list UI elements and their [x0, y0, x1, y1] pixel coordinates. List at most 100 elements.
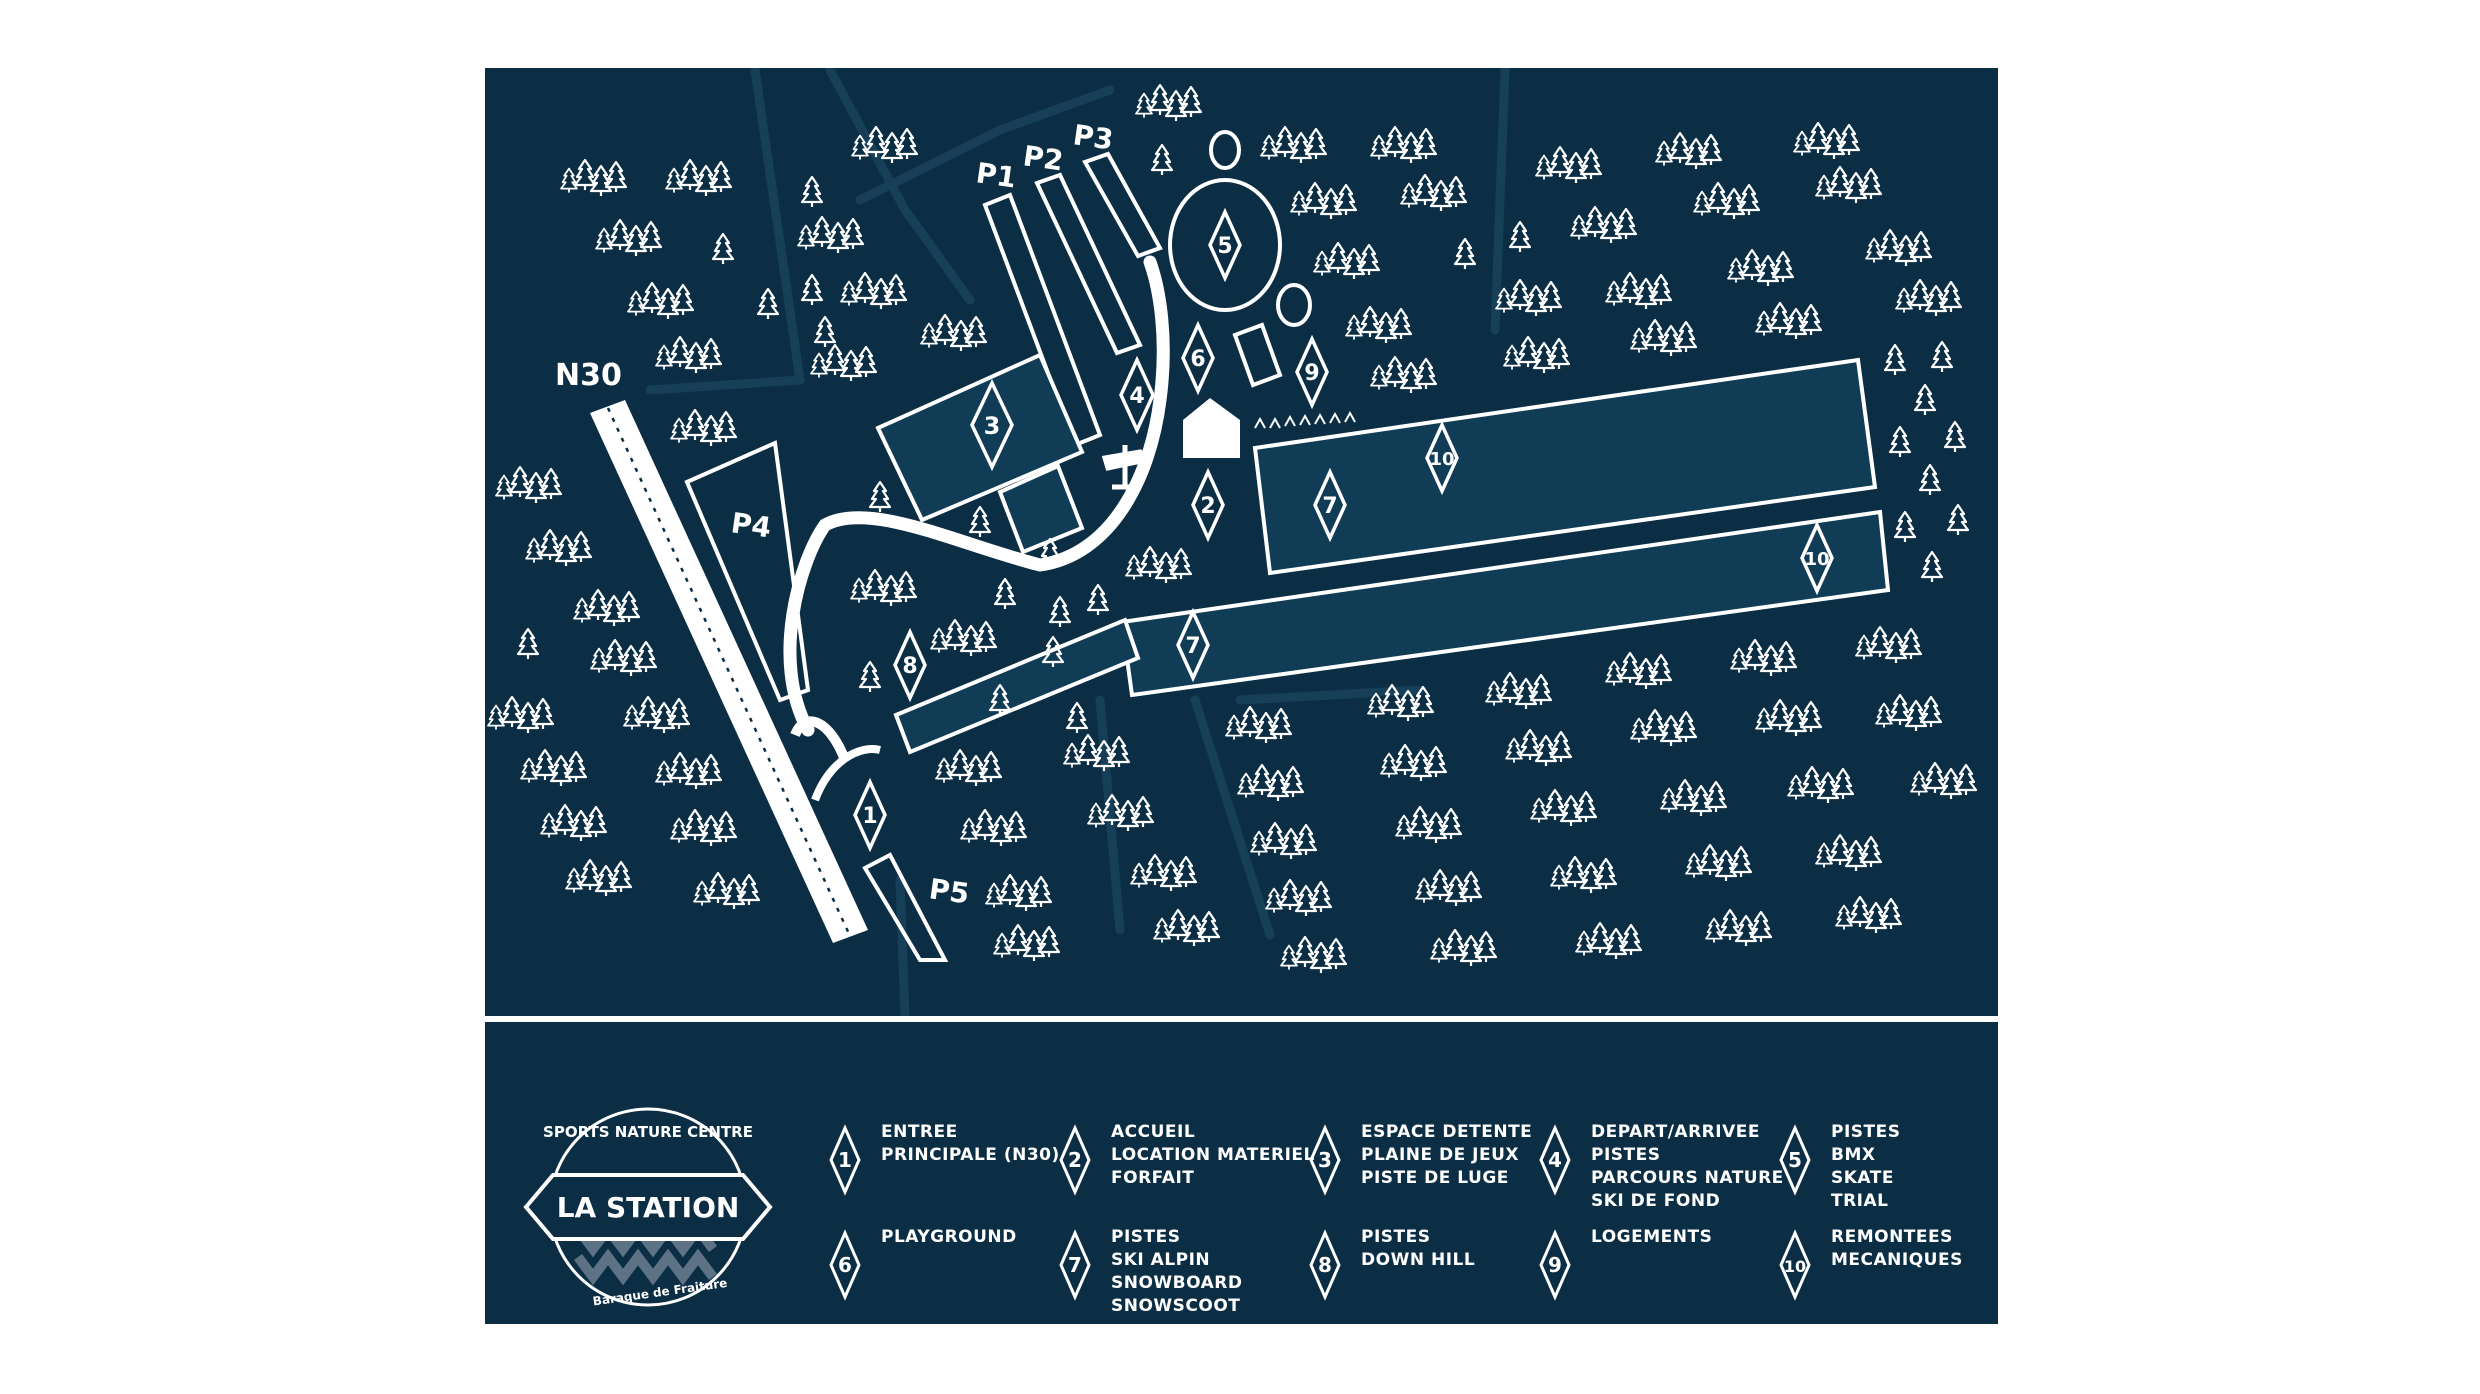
diamond-marker-icon: 7	[1313, 467, 1347, 543]
ski-slopes	[893, 357, 1891, 755]
legend-line: LOGEMENTS	[1591, 1227, 1712, 1247]
marker-2: 2	[1200, 494, 1215, 519]
marker-7b: 7	[1185, 634, 1200, 659]
diamond-marker-icon: 10	[1425, 420, 1459, 496]
parking-label-p1: P1	[974, 156, 1018, 194]
legend-item-8: 8 PISTES DOWN HILL	[1309, 1227, 1475, 1301]
legend-number: 10	[1784, 1257, 1806, 1276]
diamond-marker-icon	[1779, 1229, 1811, 1301]
legend-line: SKI ALPIN	[1111, 1250, 1210, 1270]
marker-7a: 7	[1322, 494, 1337, 519]
marker-6: 6	[1190, 347, 1205, 372]
legend-line: DEPART/ARRIVEE	[1591, 1122, 1760, 1142]
parking-label-p4: P4	[729, 506, 773, 544]
marker-4: 4	[1129, 384, 1144, 409]
diamond-marker-icon	[829, 1229, 861, 1301]
diamond-marker-icon: 1	[853, 777, 887, 853]
marker-5: 5	[1217, 234, 1232, 259]
legend-line: PLAINE DE JEUX	[1361, 1145, 1519, 1165]
chalet-icon	[1183, 398, 1240, 458]
diamond-marker-icon: 5	[1208, 207, 1242, 283]
legend-line: PISTES	[1831, 1122, 1900, 1142]
legend-line: DOWN HILL	[1361, 1250, 1475, 1270]
map-content: N30 P1 P2 P3 P4 P5	[488, 68, 1976, 1016]
marker-10b: 10	[1804, 549, 1829, 570]
diamond-marker-icon: 7	[1176, 607, 1210, 683]
legend-line: SKATE	[1831, 1168, 1894, 1188]
legend-number: 6	[838, 1253, 852, 1277]
diamond-marker-icon: 8	[893, 627, 927, 703]
diamond-marker-icon	[1539, 1229, 1571, 1301]
legend-line: PISTE DE LUGE	[1361, 1168, 1509, 1188]
legend-line: BMX	[1831, 1145, 1875, 1165]
legend-item-2: 2 ACCUEIL LOCATION MATERIEL FORFAIT	[1059, 1122, 1315, 1196]
legend-number: 9	[1548, 1253, 1562, 1277]
legend-line: SNOWSCOOT	[1111, 1296, 1240, 1316]
diamond-marker-icon: 2	[1191, 467, 1225, 543]
diamond-marker-icon	[1059, 1124, 1091, 1196]
marker-9: 9	[1304, 361, 1319, 386]
diamond-marker-icon: 9	[1295, 334, 1329, 410]
logo-arc-text: SPORTS NATURE CENTRE	[543, 1123, 753, 1141]
legend-number: 4	[1548, 1148, 1562, 1172]
marker-10a: 10	[1429, 449, 1454, 470]
signpost-icon	[1101, 445, 1151, 490]
legend-line: SNOWBOARD	[1111, 1273, 1243, 1293]
legend-line: PLAYGROUND	[881, 1227, 1017, 1247]
legend-line: PARCOURS NATURE	[1591, 1168, 1784, 1188]
parking-label-p5: P5	[927, 872, 971, 910]
legend-line: PISTES	[1111, 1227, 1180, 1247]
marker-1: 1	[862, 804, 877, 829]
diamond-marker-icon	[1309, 1229, 1341, 1301]
diamond-marker-icon	[1539, 1124, 1571, 1196]
parking-p2	[1034, 172, 1143, 356]
marker-8: 8	[902, 654, 917, 679]
legend-line: SKI DE FOND	[1591, 1191, 1720, 1211]
legend-line: ESPACE DETENTE	[1361, 1122, 1532, 1142]
legend-line: PRINCIPALE (N30)	[881, 1145, 1060, 1165]
diamond-marker-icon: 4	[1119, 355, 1155, 435]
legend-number: 7	[1068, 1253, 1082, 1277]
legend-item-5: 5 PISTES BMX SKATE TRIAL	[1779, 1122, 1900, 1211]
legend-item-9: 9 LOGEMENTS	[1539, 1227, 1712, 1301]
diamond-marker-icon	[1309, 1124, 1341, 1196]
logo-name: LA STATION	[557, 1191, 740, 1224]
legend-line: TRIAL	[1831, 1191, 1889, 1211]
legend: 1 ENTREE PRINCIPALE (N30) 2 ACCUEIL LOCATION …	[829, 1122, 1963, 1316]
map-markers: 1 2 3 4 5 6 7	[853, 207, 1834, 853]
legend-line: FORFAIT	[1111, 1168, 1194, 1188]
parking-p5	[862, 852, 949, 962]
access-road	[783, 255, 1170, 737]
legend-item-1: 1 ENTREE PRINCIPALE (N30)	[829, 1122, 1060, 1196]
legend-number: 5	[1788, 1148, 1802, 1172]
legend-number: 3	[1318, 1148, 1332, 1172]
legend-line: REMONTEES	[1831, 1227, 1953, 1247]
parking-p3	[1082, 151, 1163, 259]
legend-number: 8	[1318, 1253, 1332, 1277]
diamond-marker-icon: 6	[1181, 320, 1215, 396]
road-label: N30	[555, 358, 622, 393]
legend-line: ACCUEIL	[1111, 1122, 1195, 1142]
legend-item-4: 4 DEPART/ARRIVEE PISTES PARCOURS NATURE SKI …	[1539, 1122, 1784, 1211]
parking-label-p2: P2	[1021, 139, 1065, 177]
legend-item-6: 6 PLAYGROUND	[829, 1227, 1017, 1301]
parking-p4	[684, 440, 811, 703]
marker-3: 3	[984, 412, 1001, 440]
diamond-marker-icon	[829, 1124, 861, 1196]
legend-line: MECANIQUES	[1831, 1250, 1963, 1270]
legend-item-10: 10 REMONTEES MECANIQUES	[1779, 1227, 1963, 1301]
legend-line: ENTREE	[881, 1122, 958, 1142]
diamond-marker-icon	[1059, 1229, 1091, 1301]
diamond-marker-icon: 3	[970, 378, 1014, 472]
legend-item-7: 7 PISTES SKI ALPIN SNOWBOARD SNOWSCOOT	[1059, 1227, 1243, 1316]
la-station-logo: SPORTS NATURE CENTRE LA STATION Baraque …	[523, 1107, 773, 1309]
legend-line: PISTES	[1591, 1145, 1660, 1165]
diamond-marker-icon: 10	[1800, 520, 1834, 596]
legend-number: 1	[838, 1148, 852, 1172]
legend-line: LOCATION MATERIEL	[1111, 1145, 1315, 1165]
legend-line: PISTES	[1361, 1227, 1430, 1247]
legend-number: 2	[1068, 1148, 1082, 1172]
parking-label-p3: P3	[1071, 118, 1115, 156]
legend-item-3: 3 ESPACE DETENTE PLAINE DE JEUX PISTE DE LU…	[1309, 1122, 1532, 1196]
